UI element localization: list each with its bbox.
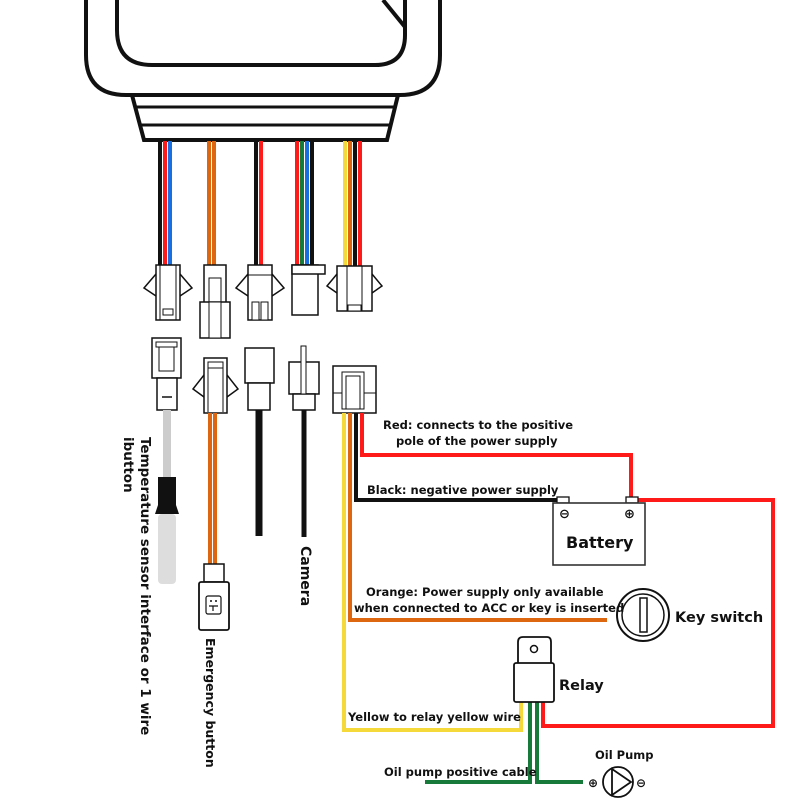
battery-positive-symbol: ⊕ <box>624 507 635 522</box>
black-wire <box>354 413 560 502</box>
power-connector-female[interactable] <box>332 365 377 414</box>
connector-4-plug[interactable] <box>291 264 326 316</box>
oil-pump-label: Oil Pump <box>595 748 654 762</box>
tracker-device <box>84 0 442 142</box>
emergency-button-label: Emergency button <box>203 638 218 768</box>
key-switch[interactable]: Key switch <box>616 588 763 642</box>
red-wire-label-line2: pole of the power supply <box>396 434 558 448</box>
black-wire-label: Black: negative power supply <box>367 483 559 497</box>
yellow-wire-label: Yellow to relay yellow wire <box>347 710 521 724</box>
emergency-button-device[interactable] <box>198 563 230 631</box>
temperature-sensor-probe <box>155 410 179 584</box>
red-wire-label-line1: Red: connects to the positive <box>383 418 573 432</box>
oil-pump-positive-symbol: ⊕ <box>588 776 598 790</box>
wire-harness <box>158 141 362 266</box>
lower-connectors <box>151 337 377 414</box>
relay-label: Relay <box>559 678 604 694</box>
relay-mount-hole-icon <box>529 644 539 654</box>
power-wiring <box>342 413 775 784</box>
temperature-sensor-label-line2: ibutton <box>120 437 136 493</box>
red-wire <box>360 413 633 500</box>
temperature-sensor-connector[interactable] <box>151 337 182 411</box>
relay[interactable]: Relay <box>513 636 604 703</box>
orange-wire-label-line2: when connected to ACC or key is inserted <box>354 601 624 615</box>
camera-connector-b[interactable] <box>288 345 320 411</box>
emergency-button-connector[interactable] <box>191 357 240 414</box>
emergency-button-cable <box>208 413 217 565</box>
upper-connectors <box>142 264 384 339</box>
green-wire-oil-pump-positive <box>425 700 532 784</box>
connector-3-male[interactable] <box>234 264 286 321</box>
connector-2-female[interactable] <box>199 264 231 339</box>
device-cable-boot <box>129 93 401 142</box>
device-screen-frame <box>115 0 407 67</box>
battery-label: Battery <box>566 533 634 552</box>
emergency-button-face-icon <box>205 595 222 615</box>
oil-pump[interactable]: Oil Pump ⊕ ⊖ <box>588 748 654 798</box>
red-relay-wire <box>541 498 775 728</box>
orange-wire-label-line1: Orange: Power supply only available <box>366 585 604 599</box>
camera-label: Camera <box>297 546 313 606</box>
device-outer-shell <box>84 0 442 97</box>
camera-connector-a[interactable] <box>244 347 275 411</box>
device-corner-line <box>381 0 407 29</box>
oil-pump-negative-symbol: ⊖ <box>636 776 646 790</box>
orange-wire <box>348 413 607 622</box>
connector-1-male[interactable] <box>142 264 194 321</box>
pump-triangle-icon <box>611 767 633 797</box>
battery[interactable]: ⊖ ⊕ Battery <box>552 496 646 566</box>
key-slot-icon <box>639 597 648 633</box>
connector-5-power-male[interactable] <box>325 265 384 312</box>
key-switch-label: Key switch <box>675 610 763 626</box>
temperature-sensor-label-line1: Temperature sensor interface or 1 wire <box>137 437 153 735</box>
green-wire-oil-pump <box>535 700 583 784</box>
oil-pump-cable-label: Oil pump positive cable <box>384 765 537 779</box>
yellow-wire <box>342 413 523 732</box>
battery-negative-symbol: ⊖ <box>559 507 570 522</box>
